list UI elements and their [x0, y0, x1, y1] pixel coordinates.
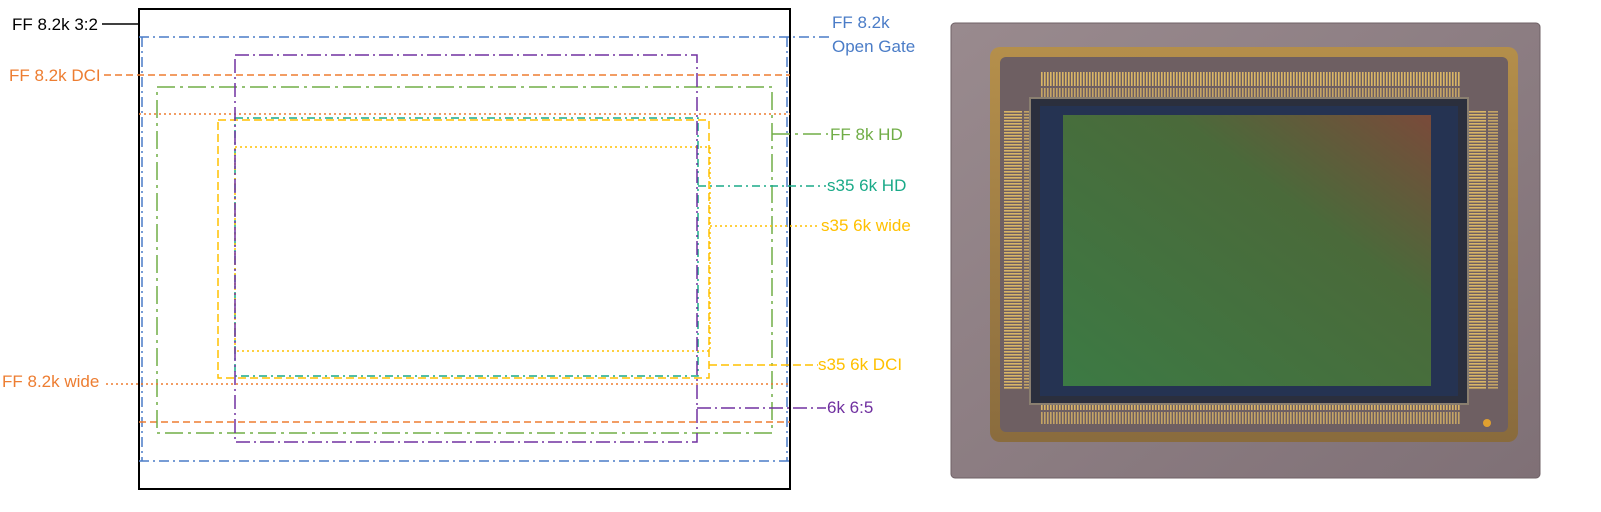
- label-s35-6k-dci: s35 6k DCI: [818, 355, 902, 374]
- label-6k-6-5: 6k 6:5: [827, 398, 873, 417]
- frame-s35-6k-wide: [234, 146, 820, 352]
- image-sensor-chip-icon: [950, 22, 1541, 479]
- sensor-photo: [950, 22, 1541, 479]
- label-s35-6k-wide: s35 6k wide: [821, 216, 911, 235]
- label-ff-8-2k-open-gate-line2: Open Gate: [832, 37, 915, 56]
- label-ff-8-2k-dci: FF 8.2k DCI: [9, 66, 101, 85]
- frame-ff-8-2k-dci: [104, 74, 790, 423]
- frame-ff-8-2k-wide: [106, 113, 790, 385]
- label-ff-8-2k-open-gate: FF 8.2k: [832, 13, 890, 32]
- frame-6k-6-5: [234, 54, 826, 443]
- label-ff-8k-hd: FF 8k HD: [830, 125, 903, 144]
- frame-diagram: FF 8.2k 3:2 FF 8.2k Open Gate FF 8.2k DC…: [2, 8, 915, 490]
- label-ff-8-2k-wide: FF 8.2k wide: [2, 372, 99, 391]
- frame-ff-8-2k-open-gate: [139, 36, 830, 462]
- frame-s35-6k-dci: [217, 119, 818, 379]
- frame-ff-8k-hd: [156, 86, 828, 434]
- label-s35-6k-hd: s35 6k HD: [827, 176, 906, 195]
- frame-ff-8-2k-3-2: [138, 8, 791, 490]
- label-ff-8-2k-3-2: FF 8.2k 3:2: [12, 15, 98, 34]
- frame-s35-6k-hd: [234, 117, 826, 377]
